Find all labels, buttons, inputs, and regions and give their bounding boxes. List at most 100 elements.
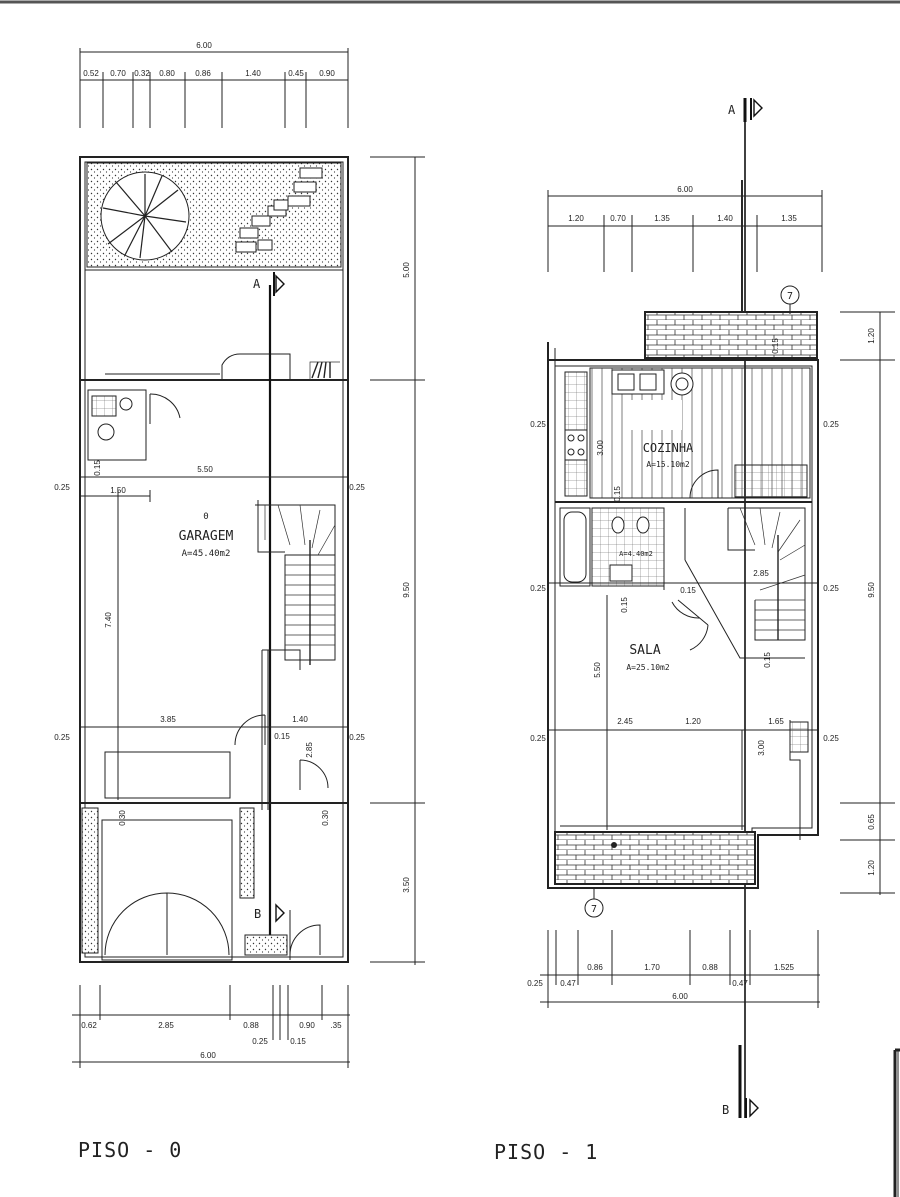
piso0-bottom-total: 6.00 [200, 1051, 216, 1060]
piso0-inner-dim: 1.40 [292, 715, 308, 724]
piso0-title: PISO - 0 [78, 1138, 183, 1162]
piso0-side-dim: 0.25 [349, 733, 365, 742]
piso1-section-b-label: B [722, 1103, 729, 1117]
piso1-bottom-dim: 0.86 [587, 963, 603, 972]
piso1-inner-dim: 0.15 [771, 338, 780, 354]
piso1-side-dim: 0.25 [823, 584, 839, 593]
piso0-side-dim: 0.25 [54, 483, 70, 492]
piso0-staircase [255, 500, 336, 665]
piso1-bottom-sub: 0.47 [560, 979, 576, 988]
kitchen-room-name: COZINHA [643, 441, 694, 455]
piso0-right-dim: 3.50 [402, 877, 411, 893]
piso0-outer-wall [79, 156, 349, 963]
piso1-balcony-bottom [554, 831, 756, 885]
piso1-top-dim: 0.70 [610, 214, 626, 223]
piso1-inner-dim: 5.50 [593, 662, 602, 678]
piso1-inner-dim: 0.15 [613, 486, 622, 502]
piso0-inner-dim: 0.15 [274, 732, 290, 741]
piso0-side-dim: 0.25 [349, 483, 365, 492]
piso0-right-dim: 9.50 [402, 582, 411, 598]
piso0-bottom-dim: .35 [330, 1021, 342, 1030]
piso1-title: PISO - 1 [494, 1140, 599, 1164]
piso1-inner-dim: 3.00 [757, 740, 766, 756]
piso1-bottom-dim: 0.88 [702, 963, 718, 972]
piso0-inner-dim: 0.30 [118, 810, 127, 826]
sala-room-area: A=25.10m2 [626, 663, 670, 672]
piso1-inner-dim: 3.00 [596, 440, 605, 456]
piso0-section-a-label: A [253, 277, 261, 291]
piso0-top-dim: 0.86 [195, 69, 211, 78]
piso1-bottom-dimensions: 0.86 1.70 0.88 1.525 0.25 0.47 0.47 6.00 [527, 930, 820, 1008]
piso1-right-dim: 1.20 [867, 860, 876, 876]
piso1-side-dim: 0.25 [530, 420, 546, 429]
piso0-top-dim: 0.52 [83, 69, 99, 78]
garagem-room-area: A=45.40m2 [182, 549, 231, 559]
piso0-inner-dim: 0.15 [93, 460, 102, 476]
piso0-section-b-label: B [254, 907, 261, 921]
piso0-bottom-dim: 0.88 [243, 1021, 259, 1030]
piso0-inner-dim: 5.50 [197, 465, 213, 474]
piso0-right-dim: 5.00 [402, 262, 411, 278]
piso1-bottom-dim: 1.525 [774, 963, 795, 972]
piso0-side-dim: 0.25 [54, 733, 70, 742]
piso0-bottom-sub: 0.15 [290, 1037, 306, 1046]
plan-piso-1: A B 6.00 1.20 0.70 1.35 1.40 1.3 [527, 98, 895, 1118]
piso0-inner-dim: 2.85 [305, 742, 314, 758]
piso1-right-dim: 9.50 [867, 582, 876, 598]
piso0-top-total: 6.00 [196, 41, 212, 50]
piso1-right-dimensions: 1.20 9.50 0.65 1.20 [840, 311, 895, 895]
piso0-bottom-dim: 0.90 [299, 1021, 315, 1030]
piso1-top-dimensions: 6.00 1.20 0.70 1.35 1.40 1.35 [547, 185, 823, 272]
piso1-top-dim: 1.40 [717, 214, 733, 223]
piso0-inner-dim: 7.40 [104, 612, 113, 628]
tree-symbol [100, 171, 190, 261]
piso1-marker-label: 7 [787, 291, 793, 302]
garage-gate [101, 819, 233, 961]
title-block-fragment [893, 1048, 900, 1197]
piso1-inner-dim: 0.15 [763, 652, 772, 668]
piso1-right-dim: 0.65 [867, 814, 876, 830]
piso0-bottom-sub: 0.25 [252, 1037, 268, 1046]
piso1-section-a-label: A [728, 103, 736, 117]
piso1-marker-label: 7 [591, 904, 597, 915]
piso0-bottom-dim: 2.85 [158, 1021, 174, 1030]
piso1-side-dim: 0.25 [530, 734, 546, 743]
piso1-staircase [727, 507, 806, 641]
piso0-top-dimensions: 6.00 0.52 0.70 0.32 0.80 0.86 1.40 0.45 … [79, 41, 349, 128]
piso1-outer-wall [547, 342, 819, 889]
piso1-side-dim: 0.25 [530, 584, 546, 593]
garagem-room-number: 0 [203, 512, 208, 522]
piso0-top-dim: 0.32 [134, 69, 150, 78]
piso1-inner-dim: 2.45 [617, 717, 633, 726]
piso1-bottom-sub: 0.47 [732, 979, 748, 988]
piso0-inner-dim: 3.85 [160, 715, 176, 724]
piso1-top-total: 6.00 [677, 185, 693, 194]
piso1-top-dim: 1.20 [568, 214, 584, 223]
piso0-right-dimensions: 5.00 9.50 3.50 [370, 156, 425, 965]
bathroom-area: A=4.40m2 [619, 550, 653, 558]
piso1-bottom-dim: 1.70 [644, 963, 660, 972]
piso1-inner-dim: 0.15 [620, 597, 629, 613]
garagem-room-name: GARAGEM [179, 529, 234, 544]
piso0-bottom-dim: 0.62 [81, 1021, 97, 1030]
piso1-right-dim: 1.20 [867, 328, 876, 344]
stepping-stones [235, 167, 323, 253]
piso0-bottom-dimensions: 0.62 2.85 0.88 0.90 .35 0.25 0.15 6.00 [72, 985, 350, 1068]
piso1-bottom-sub: 0.25 [527, 979, 543, 988]
piso1-side-dim: 0.25 [823, 420, 839, 429]
plan-piso-0: 6.00 0.52 0.70 0.32 0.80 0.86 1.40 0.45 … [54, 41, 425, 1068]
piso0-top-dim: 0.45 [288, 69, 304, 78]
piso0-top-dim: 0.90 [319, 69, 335, 78]
piso1-side-dim: 0.25 [823, 734, 839, 743]
piso1-inner-dim: 2.85 [753, 569, 769, 578]
piso1-bottom-total: 6.00 [672, 992, 688, 1001]
piso1-balcony-top [644, 311, 818, 359]
piso0-top-dim: 1.40 [245, 69, 261, 78]
piso0-inner-dim: 0.30 [321, 810, 330, 826]
piso1-inner-dim: 0.15 [680, 586, 696, 595]
kitchen-room-area: A=15.10m2 [646, 460, 690, 469]
piso0-top-dim: 0.80 [159, 69, 175, 78]
piso1-top-dim: 1.35 [654, 214, 670, 223]
